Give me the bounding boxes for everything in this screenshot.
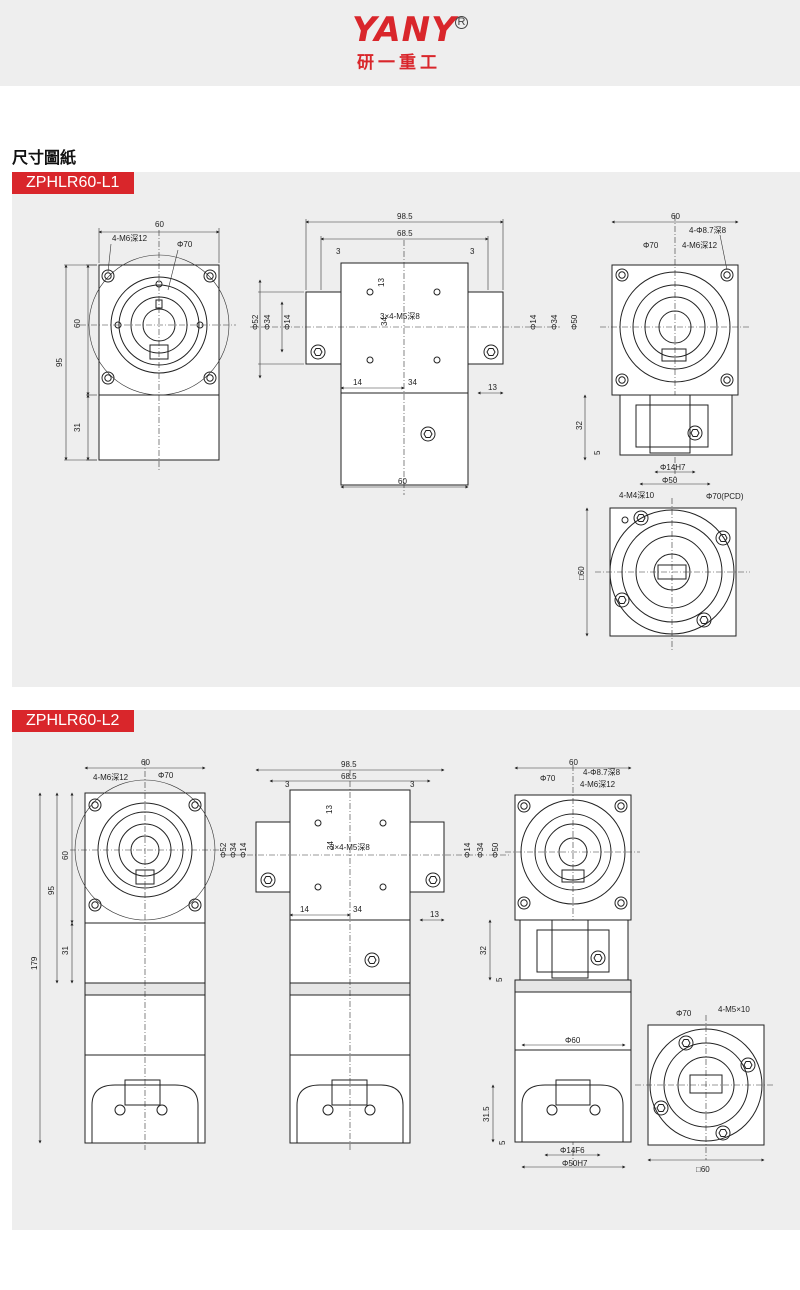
l1-flange-square-label: □60 bbox=[577, 566, 586, 580]
l1-side-holes-label: 3×4-M5深8 bbox=[380, 312, 420, 321]
l2-right-h5-label: 5 bbox=[495, 977, 504, 982]
l1-right-bolt-label: 4-M6深12 bbox=[682, 241, 718, 250]
l2-side-off3a-label: 3 bbox=[285, 780, 290, 789]
l2-right-h315-label: 31.5 bbox=[482, 1106, 491, 1122]
l2-front-h60-label: 60 bbox=[61, 851, 70, 860]
l1-flange-pcd-label: Φ70(PCD) bbox=[706, 492, 744, 501]
l1-front-pilot-label: Φ70 bbox=[177, 240, 193, 249]
l2-right-h32-label: 32 bbox=[479, 946, 488, 955]
l1-right-view: 60 4-Φ8.7深8 Φ70 4-M6深12 32 5 Φ14H7 Φ50 bbox=[575, 212, 750, 486]
l2-side-d52-label: Φ52 bbox=[219, 842, 228, 858]
l2-flange-view: Φ70 4-M5×10 □60 bbox=[635, 1005, 775, 1174]
l2-right-h5b-label: 5 bbox=[498, 1140, 507, 1145]
l2-front-bolt-label: 4-M6深12 bbox=[93, 773, 129, 782]
l1-side-body-label: 68.5 bbox=[397, 229, 413, 238]
l1-right-hole-label: 4-Φ8.7深8 bbox=[689, 226, 727, 235]
l2-right-view: 60 Φ70 4-Φ8.7深8 4-M6深12 32 5 Φ60 31.5 5 … bbox=[479, 758, 640, 1169]
l2-right-width-label: 60 bbox=[569, 758, 578, 767]
l2-right-spigot-label: Φ50H7 bbox=[562, 1159, 588, 1168]
l1-front-bolt-label: 4-M6深12 bbox=[112, 234, 148, 243]
l2-front-h31-label: 31 bbox=[61, 946, 70, 955]
l2-side-holes-label: 3×4-M5深8 bbox=[330, 843, 370, 852]
l2-side-d50-label: Φ50 bbox=[491, 842, 500, 858]
l1-side-d14r-label: Φ14 bbox=[529, 314, 538, 330]
brand-chinese-name: 研一重工 bbox=[357, 53, 441, 73]
l1-side-d50-label: Φ50 bbox=[570, 314, 579, 330]
l1-front-body bbox=[98, 394, 220, 461]
l2-right-bore-label: Φ14F6 bbox=[560, 1146, 585, 1155]
l2-side-b13-label: 13 bbox=[430, 910, 439, 919]
l2-side-b34-label: 34 bbox=[353, 905, 362, 914]
l1-side-off3b-label: 3 bbox=[470, 247, 475, 256]
l1-front-h31-label: 31 bbox=[73, 423, 82, 432]
l2-right-d60-label: Φ60 bbox=[565, 1036, 581, 1045]
section-title: 尺寸圖紙 bbox=[12, 148, 77, 167]
l1-side-b34-label: 34 bbox=[408, 378, 417, 387]
l1-front-view: 60 4-M6深12 Φ70 60 95 31 bbox=[55, 220, 236, 472]
l1-front-h60-label: 60 bbox=[73, 319, 82, 328]
l2-side-v34-label: 34 bbox=[326, 841, 335, 850]
l2-right-hole-label: 4-Φ8.7深8 bbox=[583, 768, 621, 777]
brand-logo: YANY R 研一重工 bbox=[0, 10, 800, 74]
l1-side-b13-label: 13 bbox=[488, 383, 497, 392]
l2-side-d34l-label: Φ34 bbox=[229, 842, 238, 858]
l2-right-bolt-label: 4-M6深12 bbox=[580, 780, 616, 789]
l2-flange-square-label: □60 bbox=[696, 1165, 710, 1174]
registered-mark-icon: R bbox=[455, 16, 468, 29]
l2-front-h95-label: 95 bbox=[47, 886, 56, 895]
l2-side-h13-label: 13 bbox=[325, 805, 334, 814]
l1-right-h5-label: 5 bbox=[593, 450, 602, 455]
l2-right-pilot-label: Φ70 bbox=[540, 774, 556, 783]
l1-front-h95-label: 95 bbox=[55, 358, 64, 367]
l1-side-view: 98.5 68.5 3 3 13 Φ52 Φ34 Φ14 3×4-M5深8 34… bbox=[250, 212, 579, 495]
l1-side-d34l-label: Φ34 bbox=[263, 314, 272, 330]
l2-front-pilot-label: Φ70 bbox=[158, 771, 174, 780]
l2-side-overall-label: 98.5 bbox=[341, 760, 357, 769]
l2-front-view: 60 4-M6深12 Φ70 60 95 31 179 bbox=[30, 758, 220, 1150]
l1-side-overall-label: 98.5 bbox=[397, 212, 413, 221]
l2-side-d14r-label: Φ14 bbox=[463, 842, 472, 858]
l1-side-off3a-label: 3 bbox=[336, 247, 341, 256]
l1-side-bottom60-label: 60 bbox=[398, 477, 407, 486]
l1-side-d52-label: Φ52 bbox=[251, 314, 260, 330]
l1-side-v34-label: 34 bbox=[380, 317, 389, 326]
l1-side-h13-label: 13 bbox=[377, 278, 386, 287]
l2-flange-thread-label: 4-M5×10 bbox=[718, 1005, 750, 1014]
l1-side-d14l-label: Φ14 bbox=[283, 314, 292, 330]
l1-side-d34r-label: Φ34 bbox=[550, 314, 559, 330]
l1-right-bore-label: Φ14H7 bbox=[660, 463, 686, 472]
l1-flange-thread-label: 4-M4深10 bbox=[619, 491, 655, 500]
l2-side-b14-label: 14 bbox=[300, 905, 309, 914]
l2-flange-pilot-label: Φ70 bbox=[676, 1009, 692, 1018]
l2-side-off3b-label: 3 bbox=[410, 780, 415, 789]
l1-flange-view: 4-M4深10 Φ70(PCD) □60 bbox=[577, 491, 750, 650]
l1-front-width-label: 60 bbox=[155, 220, 164, 229]
l1-right-pilot-label: Φ70 bbox=[643, 241, 659, 250]
l1-right-spigot-label: Φ50 bbox=[662, 476, 678, 485]
l1-right-width-label: 60 bbox=[671, 212, 680, 221]
l2-front-h179-label: 179 bbox=[30, 956, 39, 970]
brand-name: YANY bbox=[352, 10, 457, 50]
l2-side-d34r-label: Φ34 bbox=[476, 842, 485, 858]
header-bar bbox=[0, 0, 800, 86]
l2-front-width-label: 60 bbox=[141, 758, 150, 767]
l1-side-b14-label: 14 bbox=[353, 378, 362, 387]
l1-right-h32-label: 32 bbox=[575, 421, 584, 430]
l2-side-d14l-label: Φ14 bbox=[239, 842, 248, 858]
model-tag-l1: ZPHLR60-L1 bbox=[12, 172, 134, 194]
l2-side-view: 98.5 68.5 3 3 13 Φ52 Φ34 Φ14 3×4-M5深8 34… bbox=[219, 760, 510, 1150]
model-tag-l2: ZPHLR60-L2 bbox=[12, 710, 134, 732]
l2-side-body-label: 68.5 bbox=[341, 772, 357, 781]
